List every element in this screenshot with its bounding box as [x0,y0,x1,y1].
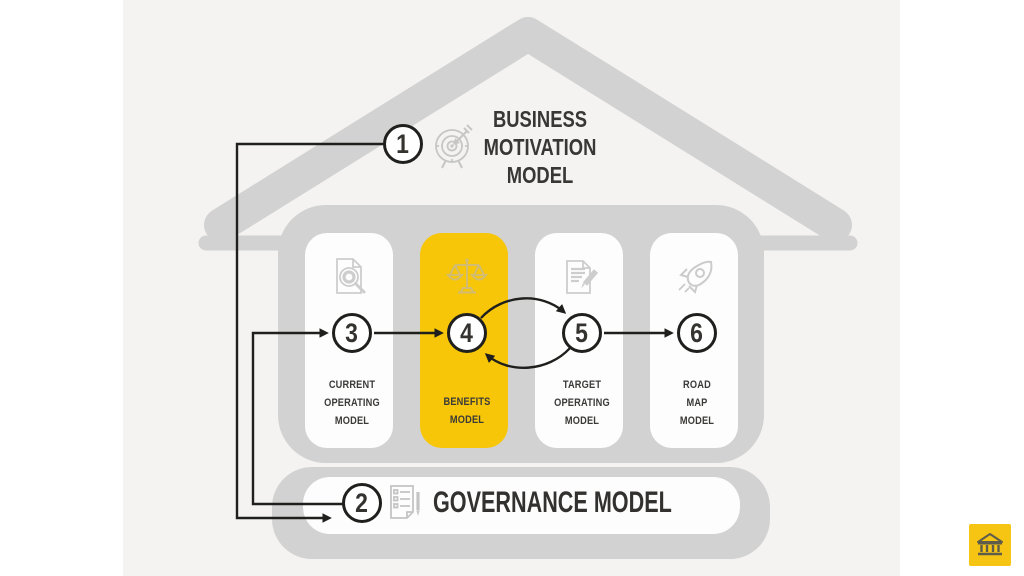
bank-icon [977,533,1003,556]
governance-bar [303,477,740,534]
bank-watermark-button[interactable] [969,524,1011,566]
document-edit-icon [566,260,599,294]
pillar-target-operating-model [535,233,623,448]
arrow-4-to-5 [480,297,567,319]
columns-wall-shape [278,205,764,463]
target-icon [435,124,473,169]
arrow-2-to-3 [251,328,344,506]
rocket-icon [678,260,713,294]
pillar-road-map-model [650,233,738,448]
connection-arrows [235,142,674,523]
pillar-current-operating-model [305,233,393,448]
arrow-5-to-4 [484,347,571,369]
scales-icon [445,258,489,294]
arrow-1-to-2 [235,142,386,523]
clipboard-icon [390,485,420,519]
document-search-icon [336,258,366,294]
